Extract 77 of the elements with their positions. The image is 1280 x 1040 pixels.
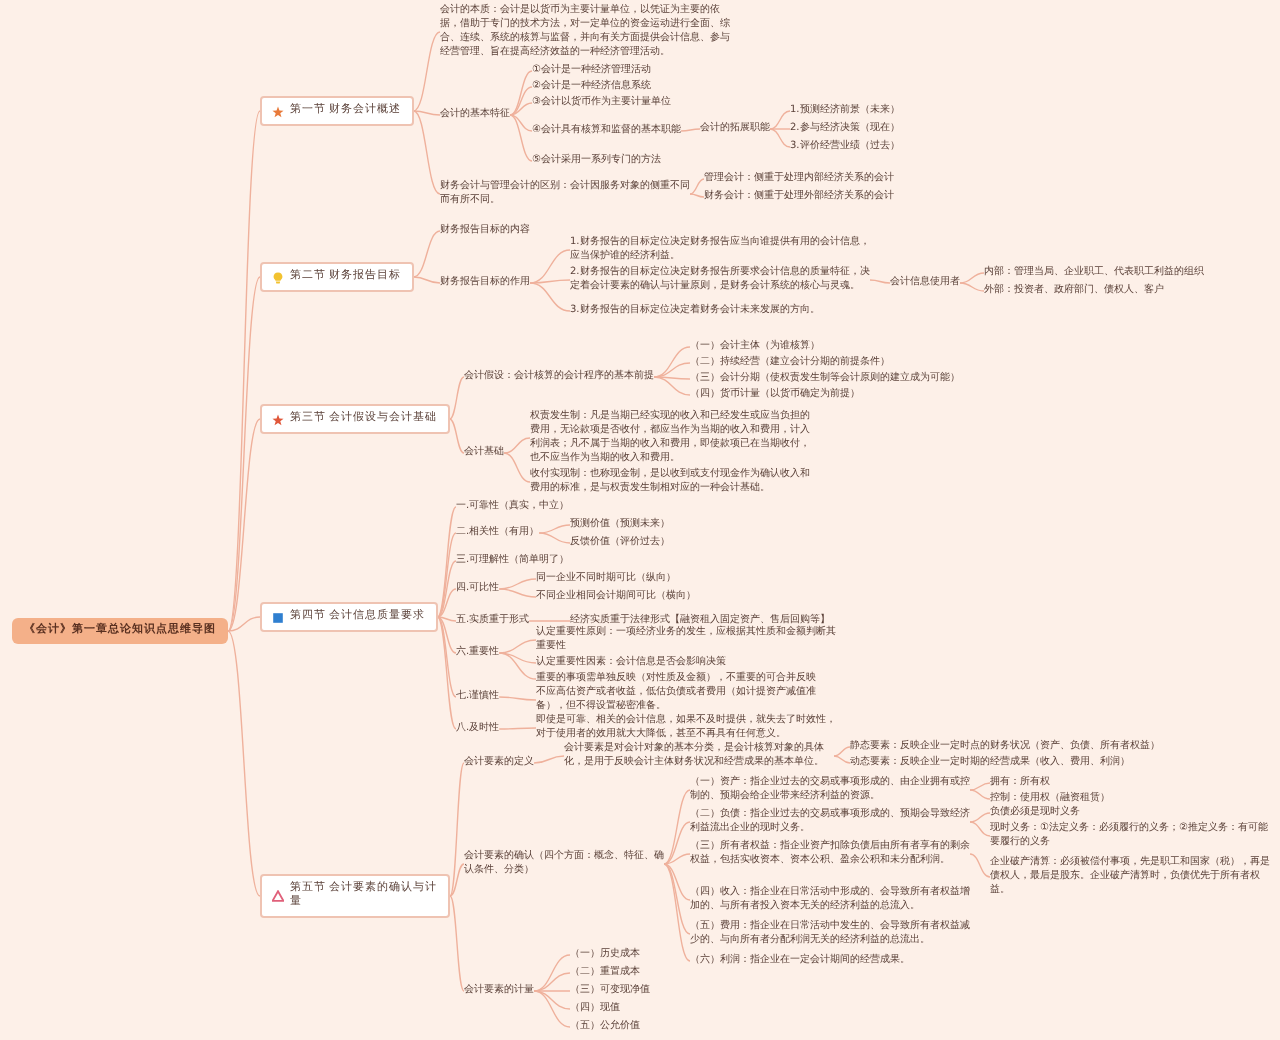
connector-line xyxy=(833,755,851,764)
connector-line xyxy=(436,616,457,698)
connector-line xyxy=(663,821,691,865)
connector-line xyxy=(533,954,571,992)
connector-line xyxy=(503,437,531,454)
connector-line xyxy=(509,114,533,162)
connector-line xyxy=(412,31,441,112)
connector-line xyxy=(498,652,537,680)
connector-line xyxy=(412,110,441,195)
connector-line xyxy=(663,853,691,865)
connector-line xyxy=(969,789,991,800)
connector-line xyxy=(959,272,985,284)
connector-line xyxy=(529,282,571,312)
connector-line xyxy=(680,128,701,132)
connector-line xyxy=(533,990,571,1010)
connector-line xyxy=(412,230,441,278)
connector-line xyxy=(498,639,537,654)
connector-line xyxy=(412,276,441,284)
connector-line xyxy=(503,452,531,483)
connector-line xyxy=(498,727,537,730)
connector-line xyxy=(509,114,533,132)
connector-line xyxy=(689,178,705,195)
connector-line xyxy=(436,588,457,618)
connector-line xyxy=(436,560,457,618)
section-box xyxy=(260,602,438,632)
connector-line xyxy=(227,110,261,632)
connector-line xyxy=(969,782,991,791)
connector-line xyxy=(653,376,691,380)
connector-line xyxy=(436,616,457,622)
connector-line xyxy=(529,279,571,284)
connector-line xyxy=(449,895,465,992)
connector-line xyxy=(227,630,261,897)
connector-line xyxy=(436,616,457,654)
connector-line xyxy=(449,863,465,897)
section-box xyxy=(260,96,414,126)
connector-line xyxy=(663,863,691,962)
connector-line xyxy=(498,696,537,701)
connector-line xyxy=(959,282,985,292)
connector-line xyxy=(528,620,571,622)
connector-line xyxy=(436,506,457,618)
connector-line xyxy=(533,755,565,764)
section-box xyxy=(260,404,450,434)
connector-line xyxy=(412,110,441,116)
connector-line xyxy=(227,276,261,632)
section-box xyxy=(260,262,414,292)
connector-line xyxy=(663,789,691,865)
connector-line xyxy=(529,249,571,284)
connector-line xyxy=(436,532,457,618)
connector-line xyxy=(449,762,465,897)
connector-line xyxy=(538,524,571,534)
connector-line xyxy=(769,128,791,148)
connector-line xyxy=(653,376,691,396)
connector-line xyxy=(533,990,571,1028)
connector-line xyxy=(769,128,791,130)
connector-line xyxy=(969,812,991,823)
connector-line xyxy=(663,863,691,935)
connector-line xyxy=(969,853,991,878)
connector-line xyxy=(509,86,533,116)
connector-line xyxy=(509,70,533,116)
connector-line xyxy=(448,376,465,420)
connector-line xyxy=(969,821,991,837)
connector-line xyxy=(538,532,571,544)
connector-line xyxy=(653,346,691,378)
connector-line xyxy=(869,279,891,284)
section-box xyxy=(260,874,450,918)
connector-line xyxy=(833,746,851,757)
connector-line xyxy=(498,588,537,598)
connector-line xyxy=(533,990,571,992)
connector-line xyxy=(663,863,691,901)
connector-line xyxy=(509,102,533,116)
connector-line xyxy=(689,193,705,198)
connector-line xyxy=(448,418,465,454)
connector-line xyxy=(498,578,537,590)
connector-line xyxy=(769,110,791,130)
connector-line xyxy=(227,616,261,632)
connector-line xyxy=(436,616,457,730)
connector-line xyxy=(227,418,261,632)
